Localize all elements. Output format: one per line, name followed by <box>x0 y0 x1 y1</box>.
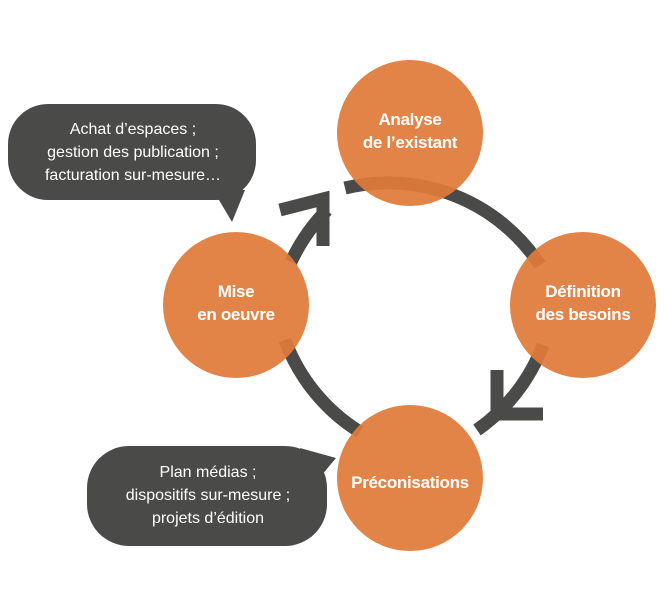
bubble-bottom-line-2: dispositifs sur-mesure ; <box>126 487 291 504</box>
bubble-bottom-line-1: Plan médias ; <box>160 464 257 481</box>
cycle-arrows <box>278 176 550 438</box>
bubble-top-line-3: facturation sur-mesure… <box>45 167 221 184</box>
node-mise: Mise en oeuvre <box>163 232 309 378</box>
node-definition: Définition des besoins <box>510 232 656 378</box>
node-definition-line-1: Définition <box>545 282 620 301</box>
arc-preconisations-to-mise <box>278 337 364 438</box>
node-mise-line-2: en oeuvre <box>197 305 275 324</box>
node-preconisations: Préconisations <box>337 405 483 551</box>
node-analyse: Analyse de l’existant <box>337 60 483 206</box>
node-analyse-line-2: de l’existant <box>363 133 458 152</box>
node-preconisations-line-1: Préconisations <box>351 473 469 492</box>
node-analyse-line-1: Analyse <box>378 110 441 129</box>
bubble-bottom: Plan médias ; dispositifs sur-mesure ; p… <box>87 446 336 546</box>
bubble-top-line-1: Achat d’espaces ; <box>70 121 196 138</box>
arrowhead-right-icon <box>490 370 543 421</box>
arrowhead-top-icon <box>278 190 330 246</box>
bubble-top: Achat d’espaces ; gestion des publicatio… <box>8 104 256 222</box>
node-definition-line-2: des besoins <box>536 305 631 324</box>
bubble-top-line-2: gestion des publication ; <box>47 144 219 161</box>
node-mise-line-1: Mise <box>218 282 255 301</box>
bubble-bottom-line-3: projets d’édition <box>152 510 264 527</box>
